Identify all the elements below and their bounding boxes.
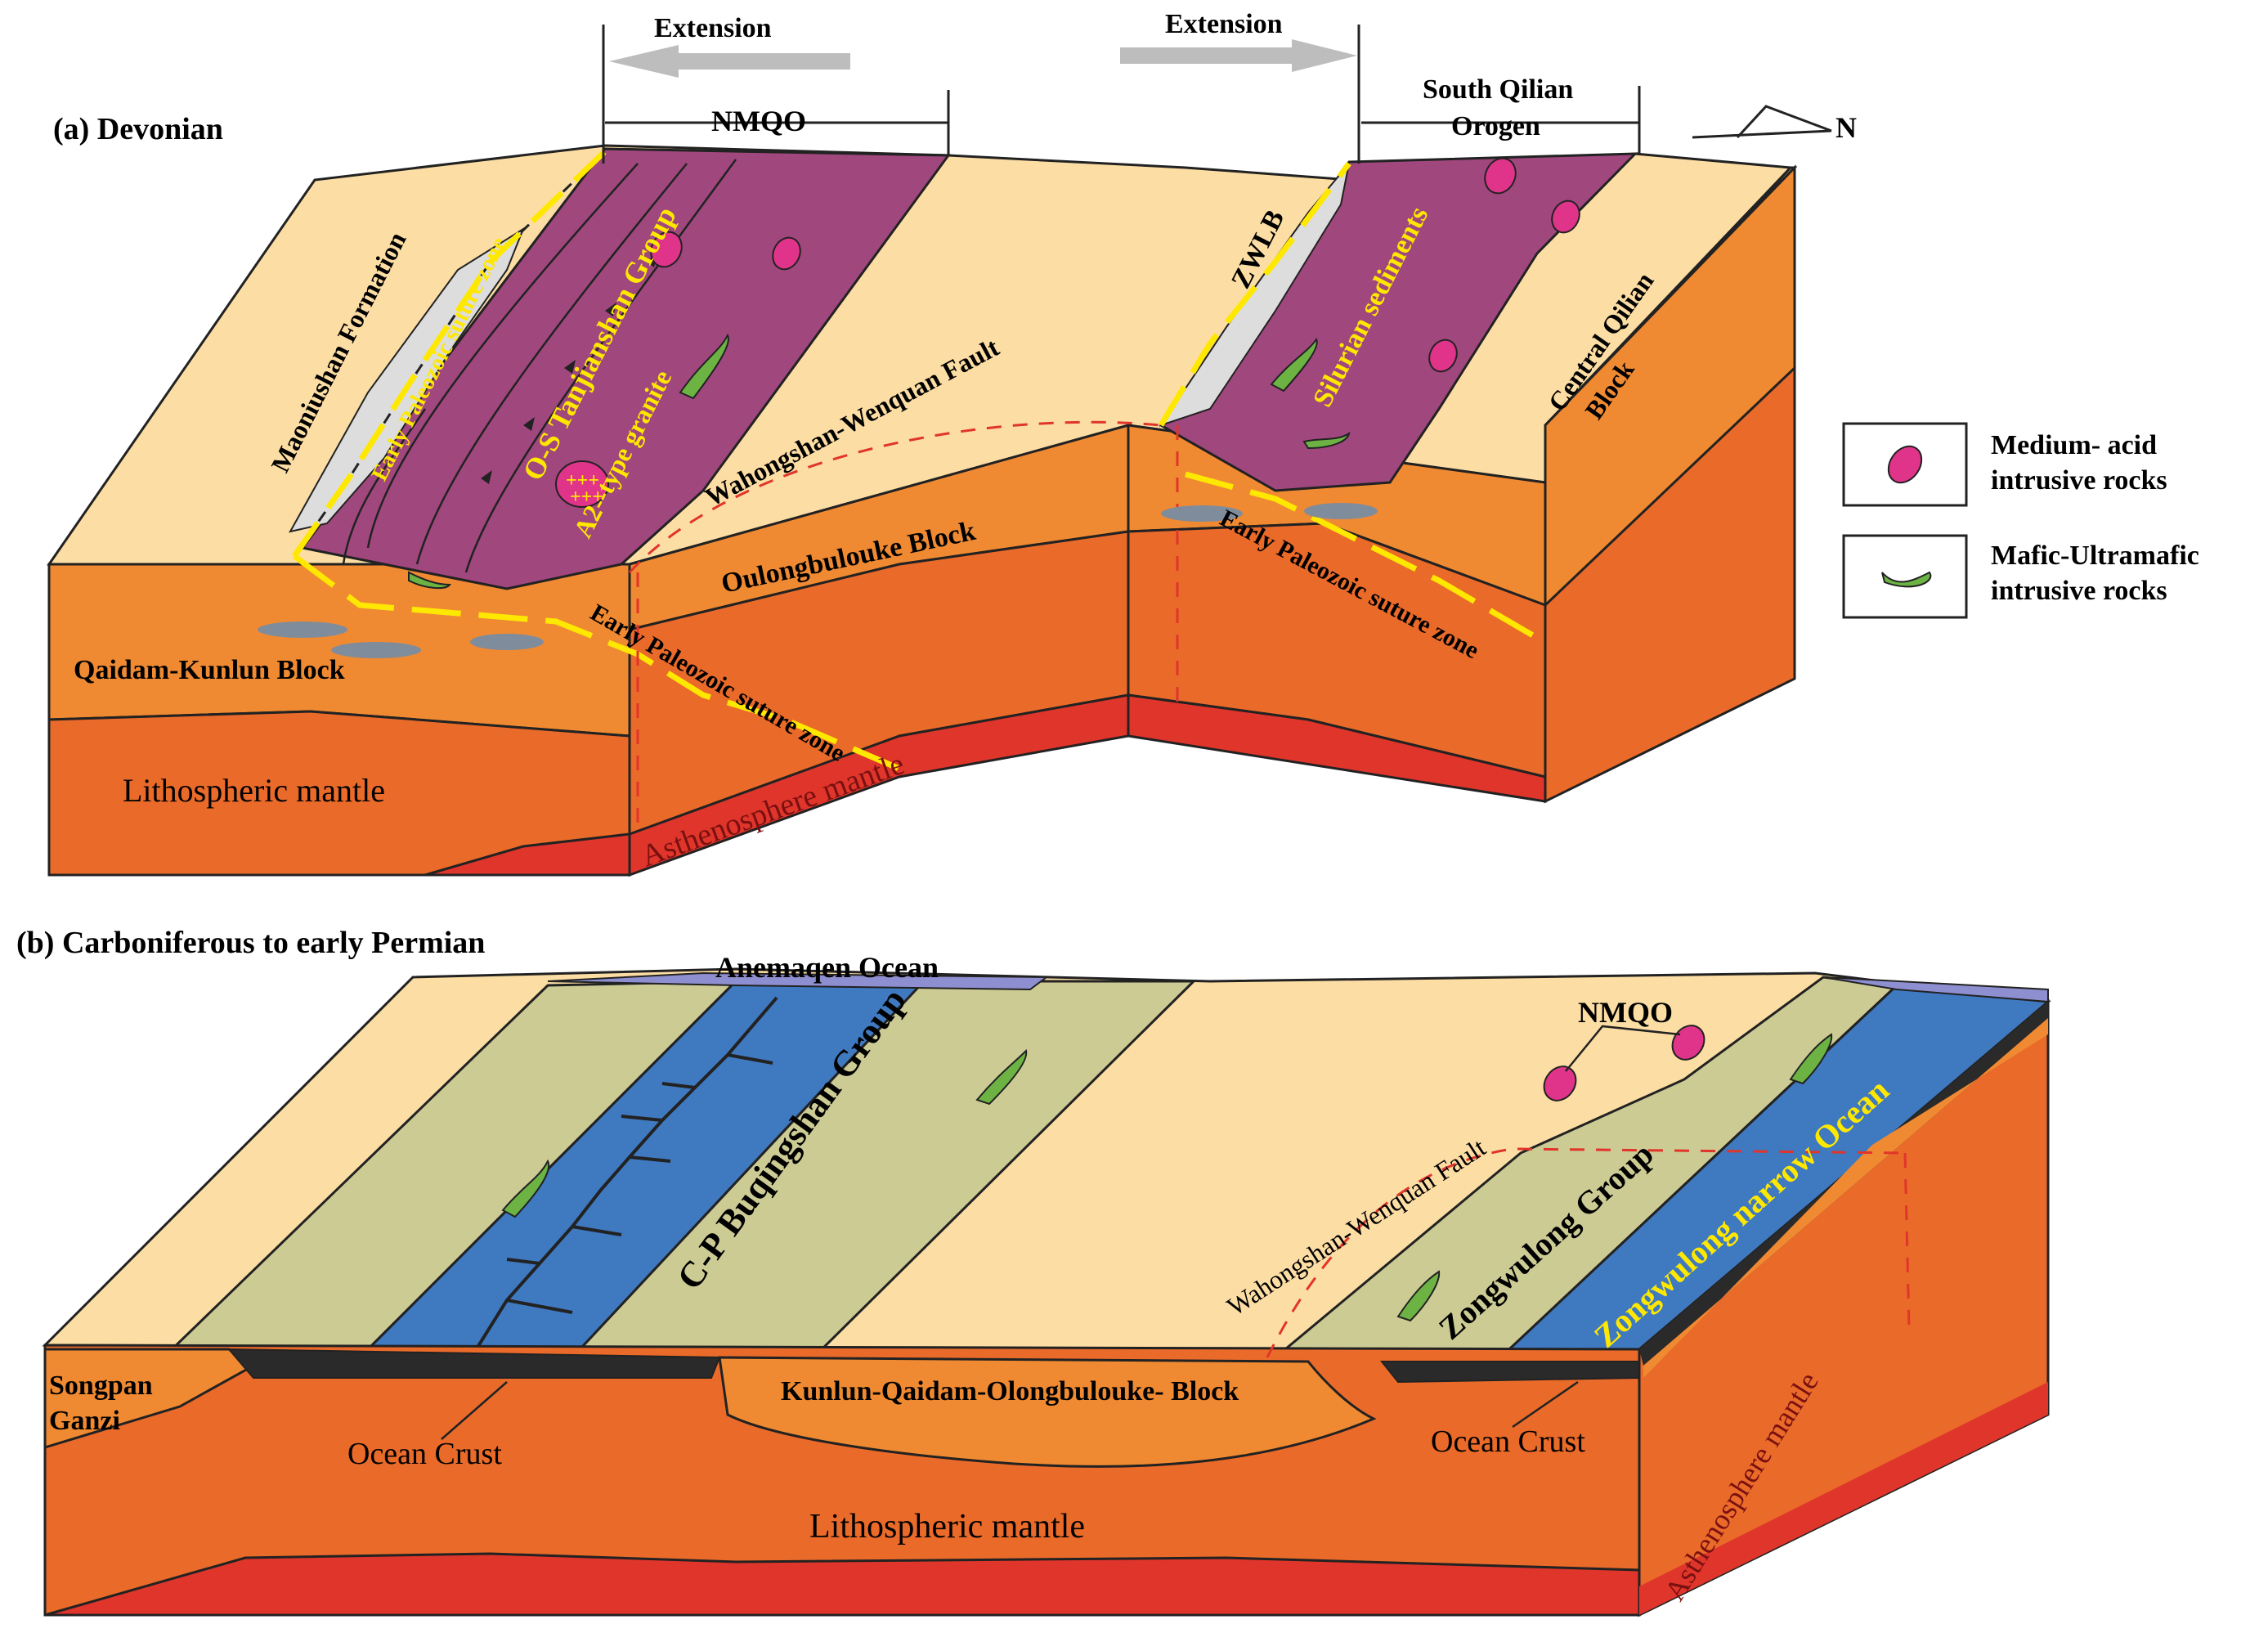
extension-arrow-right bbox=[1120, 39, 1357, 72]
nmqo-pointer-lines bbox=[1565, 1025, 1681, 1072]
wahongshan-fault-b bbox=[1266, 1147, 1906, 1358]
kunlun-block-label: Kunlun-Qaidam-Olongbulouke- Block bbox=[781, 1376, 1239, 1406]
mafic-swatch-icon bbox=[1881, 571, 1932, 588]
wahongshan-fault-a bbox=[628, 420, 1162, 574]
slab-blobs bbox=[258, 503, 1378, 658]
south-qilian-belt bbox=[1159, 152, 1638, 492]
spreading-ridge bbox=[464, 996, 778, 1367]
legend-mafic-1: Mafic-Ultramafic bbox=[1991, 541, 2199, 571]
medium-acid-swatch-icon bbox=[1887, 445, 1923, 484]
ocean-crust-right-label: Ocean Crust bbox=[1431, 1424, 1585, 1459]
panel-b-side-asthenosphere bbox=[1639, 1382, 2048, 1615]
south-qilian-label-2: Orogen bbox=[1451, 111, 1540, 141]
south-qilian-label-1: South Qilian bbox=[1423, 74, 1573, 105]
anemaqen-top bbox=[547, 971, 1049, 991]
panel-b-side-crust bbox=[1643, 1018, 2048, 1378]
mafic-intrusions-a bbox=[408, 333, 1351, 590]
extension-markers bbox=[602, 25, 1641, 164]
extension-right-label: Extension bbox=[1165, 9, 1283, 39]
songpan-label-2: Ganzi bbox=[49, 1406, 120, 1436]
qaidam-kunlun-label: Qaidam-Kunlun Block bbox=[74, 655, 345, 685]
mafic-intrusions-b bbox=[501, 1033, 1833, 1322]
panel-b: (b) Carboniferous to early Permian bbox=[16, 926, 2051, 1617]
granite-crosses-2: +++ bbox=[570, 487, 603, 508]
north-arrow-icon bbox=[1692, 105, 1832, 139]
nmqo-thrust-lines bbox=[342, 159, 737, 573]
nmqo-label-b: NMQO bbox=[1578, 996, 1673, 1029]
ocean-crust-callouts bbox=[441, 1380, 1579, 1440]
legend-box-medium-acid bbox=[1842, 422, 1968, 507]
legend-mafic-2: intrusive rocks bbox=[1991, 576, 2167, 606]
nmqo-label-a: NMQO bbox=[711, 105, 806, 137]
legend-medium-acid-2: intrusive rocks bbox=[1991, 465, 2167, 496]
panel-b-title: (b) Carboniferous to early Permian bbox=[16, 926, 485, 960]
legend-box-mafic bbox=[1842, 534, 1968, 619]
lithospheric-label-a: Lithospheric mantle bbox=[123, 772, 385, 809]
thrust-teeth bbox=[481, 253, 657, 484]
lithospheric-label-b: Lithospheric mantle bbox=[809, 1508, 1085, 1546]
songpan-label-1: Songpan bbox=[49, 1371, 153, 1401]
ocean-crust-left-label: Ocean Crust bbox=[347, 1437, 502, 1471]
panel-a-side-crust bbox=[1544, 164, 1796, 608]
songpan-ganzi-crust bbox=[43, 1348, 256, 1450]
legend: Medium- acid intrusive rocks Mafic-Ultra… bbox=[1842, 422, 2199, 619]
fault-b-vertical bbox=[1903, 1152, 1911, 1330]
panel-b-asthenosphere bbox=[44, 1552, 1641, 1617]
legend-medium-acid-1: Medium- acid bbox=[1991, 430, 2157, 460]
panel-a-title: (a) Devonian bbox=[53, 112, 223, 146]
ocean-crust-right bbox=[1379, 1361, 1640, 1384]
suture-lines bbox=[292, 149, 1539, 772]
extension-arrow-left bbox=[609, 45, 850, 78]
medium-acid-intrusions bbox=[555, 157, 1580, 508]
granite-crosses: +++ bbox=[566, 470, 599, 491]
extension-left-label: Extension bbox=[654, 13, 772, 43]
panel-a: +++ +++ (a) Devonian Extension Extension… bbox=[47, 9, 1857, 877]
ocean-crust-left bbox=[226, 1348, 721, 1379]
anemaqen-label: Anemaqen Ocean bbox=[715, 951, 939, 984]
kunlun-block-crust bbox=[718, 1356, 1377, 1468]
north-label: N bbox=[1835, 111, 1857, 144]
